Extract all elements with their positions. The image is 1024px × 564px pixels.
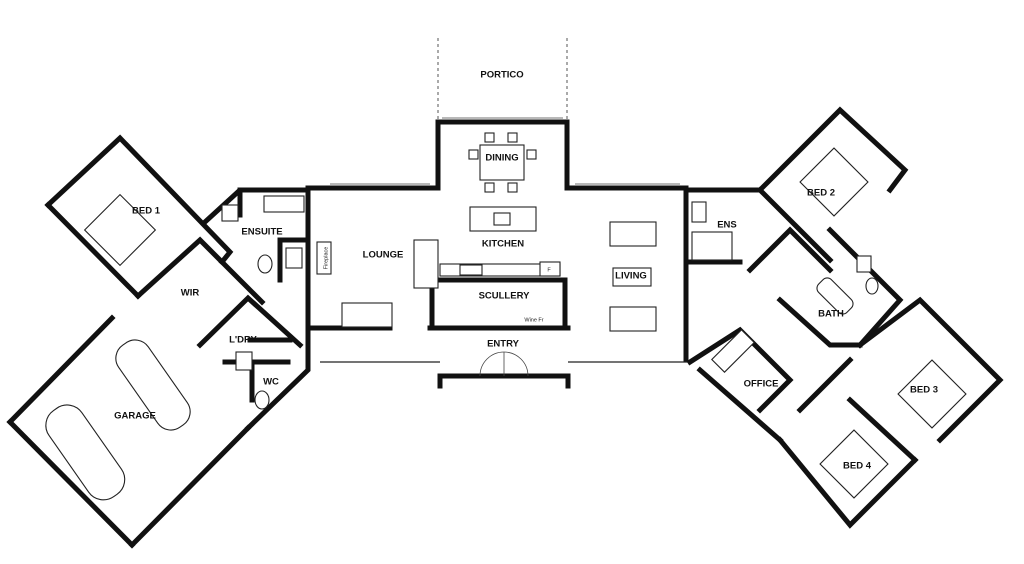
label-lounge: LOUNGE bbox=[363, 250, 404, 261]
entry-doors bbox=[479, 351, 529, 377]
label-bed1: BED 1 bbox=[132, 206, 161, 217]
annotations: Fireplace Wine Fr F bbox=[323, 247, 551, 324]
beds bbox=[83, 147, 967, 499]
fridge-note: F bbox=[547, 267, 551, 273]
right-wing-walls bbox=[683, 106, 1004, 529]
label-bed4: BED 4 bbox=[843, 461, 872, 472]
label-ensuite: ENSUITE bbox=[241, 227, 282, 238]
central-walls bbox=[305, 119, 690, 389]
label-entry: ENTRY bbox=[487, 339, 520, 350]
label-garage: GARAGE bbox=[114, 411, 156, 422]
office-desk bbox=[711, 329, 755, 373]
label-wc: WC bbox=[263, 377, 279, 388]
fireplace-note: Fireplace bbox=[323, 247, 329, 270]
label-portico: PORTICO bbox=[480, 70, 523, 81]
label-wir: WIR bbox=[181, 288, 200, 299]
label-bed2: BED 2 bbox=[807, 188, 835, 199]
left-wing-walls bbox=[6, 134, 311, 549]
wet-fixtures bbox=[221, 195, 879, 410]
portico-outline bbox=[437, 38, 568, 122]
garage-cars bbox=[45, 339, 191, 501]
label-ens: ENS bbox=[717, 220, 737, 231]
label-bath: BATH bbox=[818, 309, 844, 320]
label-scullery: SCULLERY bbox=[479, 291, 531, 302]
living-furniture bbox=[609, 221, 657, 332]
kitchen-island bbox=[439, 206, 561, 277]
label-living: LIVING bbox=[615, 271, 647, 282]
dining-table bbox=[468, 132, 537, 193]
room-labels: PORTICO DINING KITCHEN LOUNGE SCULLERY L… bbox=[114, 70, 938, 472]
label-dining: DINING bbox=[485, 153, 518, 164]
wine-fridge-note: Wine Fr bbox=[524, 317, 543, 323]
windows bbox=[330, 117, 680, 185]
label-ldry: L'DRY bbox=[229, 335, 257, 346]
label-kitchen: KITCHEN bbox=[482, 239, 524, 250]
label-office: OFFICE bbox=[744, 379, 779, 390]
lounge-furniture bbox=[316, 239, 439, 328]
label-bed3: BED 3 bbox=[910, 385, 938, 396]
